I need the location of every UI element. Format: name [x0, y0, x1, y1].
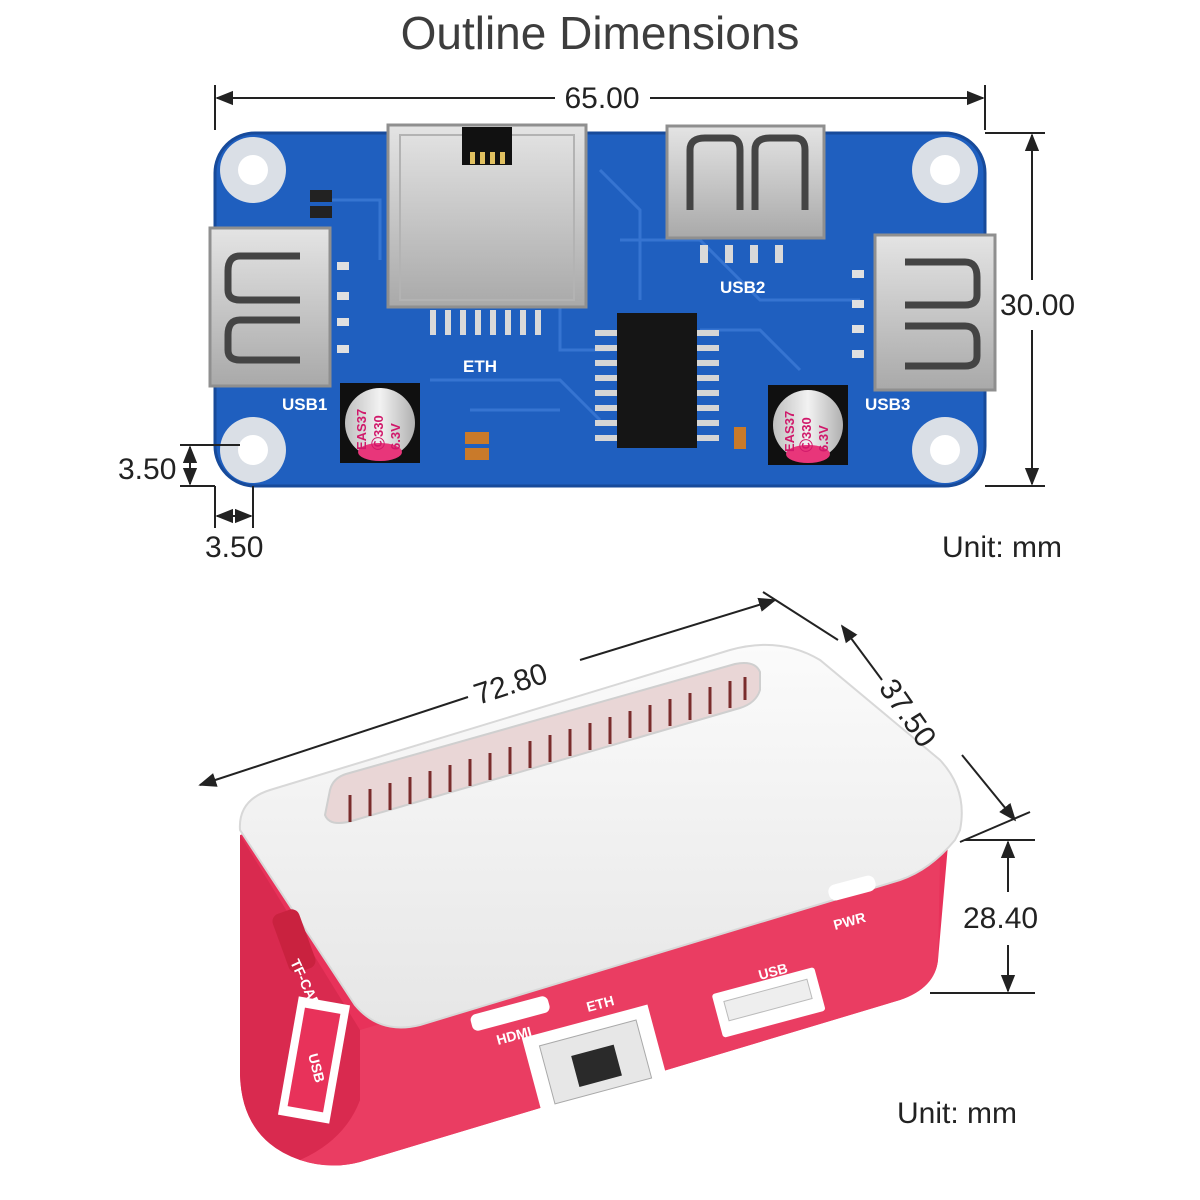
- silk-usb1: USB1: [282, 395, 327, 414]
- lid-slot: [323, 662, 761, 825]
- case-label-usb: USB: [757, 960, 790, 983]
- usb3-port: [873, 233, 997, 392]
- silk-usb2: USB2: [720, 278, 765, 297]
- dim-hole-x-label: 3.50: [205, 531, 263, 564]
- pcb-traces: [330, 168, 860, 422]
- case-label-usb-side: USB: [305, 1052, 328, 1085]
- top-dimensions: [180, 85, 1045, 528]
- usb-port-case: [712, 967, 825, 1038]
- unit-label-top: Unit: mm: [942, 531, 1062, 564]
- pcb-top-view: USB2 USB1 USB3 ETH: [208, 123, 997, 488]
- silk-eth: ETH: [463, 357, 497, 376]
- tf-card-slot: [272, 909, 316, 973]
- cap-marking-2: Ⓒ330: [799, 417, 814, 452]
- silk-usb3: USB3: [865, 395, 910, 414]
- cap-marking-1: EAS37: [354, 409, 369, 450]
- dim-hole-y-label: 3.50: [118, 453, 176, 486]
- cap-marking-3: 6.3V: [388, 423, 403, 450]
- page-title: Outline Dimensions: [400, 7, 800, 59]
- dim-width-label: 65.00: [564, 82, 639, 115]
- hdmi-port: [470, 996, 550, 1031]
- cap-marking-1: EAS37: [782, 411, 797, 452]
- gpio-pins: [348, 677, 747, 822]
- dim-height-label: 30.00: [1000, 289, 1075, 322]
- smd-parts: [310, 190, 864, 460]
- eth-jack: [386, 123, 588, 335]
- cap-marking-2: Ⓒ330: [371, 415, 386, 450]
- case-dimensions: [198, 591, 1035, 994]
- case-label-eth: ETH: [585, 992, 616, 1015]
- unit-label-case: Unit: mm: [897, 1097, 1017, 1130]
- cap-marking-3: 6.3V: [816, 425, 831, 452]
- capacitor-right: EAS37 Ⓒ330 6.3V: [768, 385, 848, 465]
- dim-case-height-label: 28.40: [963, 902, 1038, 935]
- capacitor-left: EAS37 Ⓒ330 6.3V: [340, 383, 420, 463]
- mounting-holes: [220, 137, 978, 483]
- eth-port-case: [521, 1004, 671, 1126]
- dim-case-length-label: 72.80: [470, 657, 552, 712]
- usb2-port: [665, 124, 826, 263]
- usb1-port: [208, 226, 332, 388]
- case-view: PWR USB ETH HDMI TF-CARD USB: [238, 643, 963, 1166]
- case-lid: [238, 643, 963, 1029]
- hub-chip: [595, 313, 719, 448]
- pwr-port: [828, 875, 876, 901]
